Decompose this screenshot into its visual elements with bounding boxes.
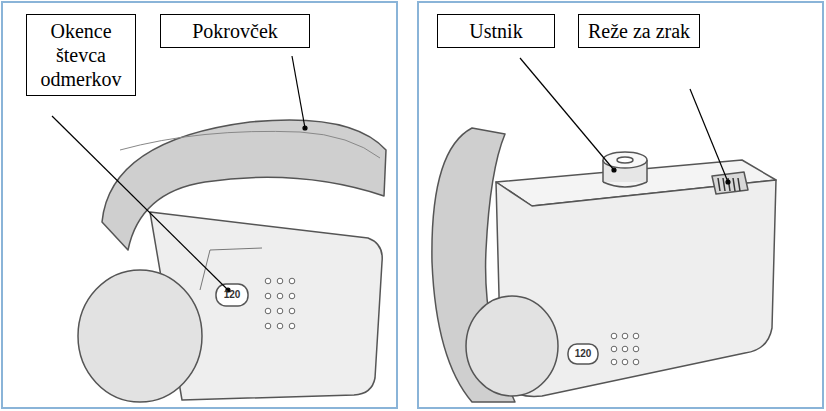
callout-text: Okence števca odmerkov — [33, 19, 129, 91]
panel-frame — [418, 2, 823, 408]
callout-text: Pokrovček — [192, 19, 278, 43]
callout-box: Reže za zrak — [578, 14, 700, 48]
inhaler-open — [432, 128, 776, 402]
callout-box: Ustnik — [437, 14, 555, 48]
inhaler-closed — [78, 120, 386, 402]
callout-text: Reže za zrak — [588, 19, 690, 43]
panel-frame — [2, 2, 397, 408]
callout-box: Pokrovček — [160, 14, 310, 48]
dose-count: 120 — [575, 349, 592, 359]
callout-text: Ustnik — [469, 19, 522, 43]
leader-line — [52, 56, 730, 292]
dose-count: 120 — [224, 290, 241, 300]
callout-box: Okence števca odmerkov — [26, 14, 136, 96]
